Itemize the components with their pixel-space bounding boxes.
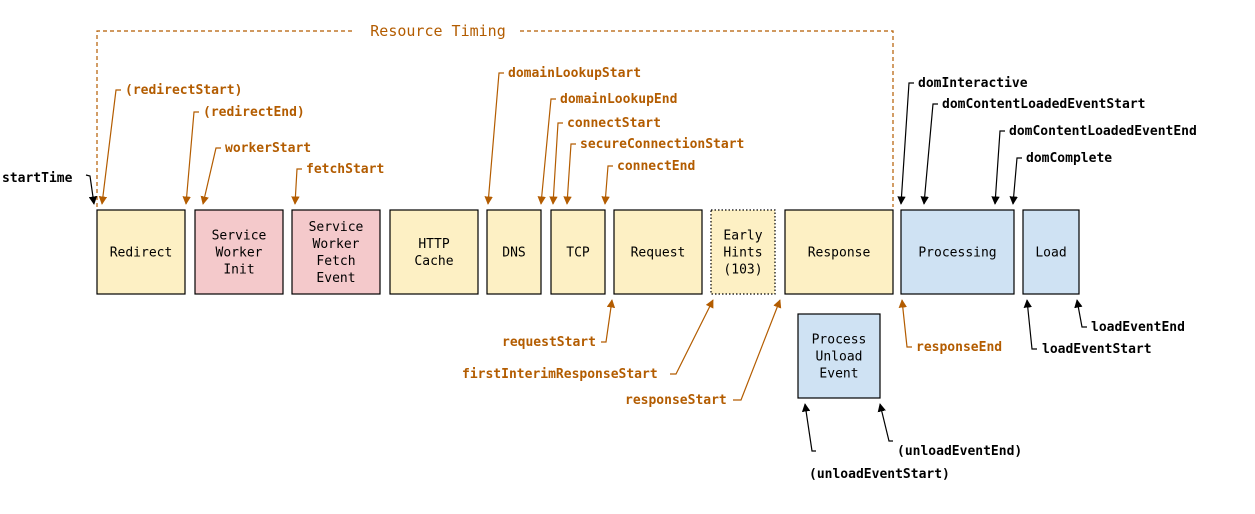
label-domInteractive: domInteractive xyxy=(918,76,1028,91)
box-load: Load xyxy=(1022,209,1080,295)
box-load-rect xyxy=(1022,209,1080,295)
box-response: Response xyxy=(784,209,894,295)
arrow-domComplete xyxy=(1009,157,1022,205)
box-response-rect xyxy=(784,209,894,295)
box-http-cache-line: Cache xyxy=(414,254,453,269)
label-loadEventEnd: loadEventEnd xyxy=(1091,320,1185,335)
box-tcp: TCP xyxy=(550,209,606,295)
box-request-line: Request xyxy=(631,246,686,261)
label-responseStart: responseStart xyxy=(625,393,727,408)
label-connectStart: connectStart xyxy=(567,116,661,131)
box-sw-init-line: Service xyxy=(212,229,267,244)
box-redirect-line: Redirect xyxy=(110,246,173,261)
label-firstInterimResponseStart: firstInterimResponseStart xyxy=(462,367,658,382)
box-sw-fetch-line: Worker xyxy=(313,237,360,252)
label-startTime: startTime xyxy=(2,171,73,186)
resource-timing-title: Resource Timing xyxy=(370,22,505,40)
arrow-domContentLoadedEventEnd xyxy=(991,130,1005,205)
box-unload-line: Process xyxy=(812,333,867,348)
label-domContentLoadedEventStart: domContentLoadedEventStart xyxy=(942,97,1146,112)
arrow-domContentLoadedEventStart xyxy=(920,103,938,205)
timing-phase-boxes: RedirectServiceWorkerInitServiceWorkerFe… xyxy=(96,209,1080,399)
arrow-workerStart xyxy=(200,147,221,205)
arrow-redirectEnd xyxy=(182,111,199,205)
label-secureConnectionStart: secureConnectionStart xyxy=(580,137,744,152)
arrow-loadEventEnd xyxy=(1074,299,1087,328)
resource-timing-bracket: Resource Timing xyxy=(96,22,894,207)
label-connectEnd: connectEnd xyxy=(617,159,695,174)
box-sw-fetch-line: Fetch xyxy=(316,254,355,269)
arrow-startTime xyxy=(85,174,98,205)
box-http-cache-rect xyxy=(389,209,479,295)
box-unload-line: Unload xyxy=(816,350,863,365)
label-redirectEnd: (redirectEnd) xyxy=(203,105,305,120)
box-tcp-rect xyxy=(550,209,606,295)
label-domContentLoadedEventEnd: domContentLoadedEventEnd xyxy=(1009,124,1197,139)
box-unload-rect xyxy=(797,313,881,399)
box-redirect: Redirect xyxy=(96,209,186,295)
arrow-secureConnectionStart xyxy=(563,143,576,205)
box-early-hints-rect xyxy=(710,209,776,295)
box-early-hints-line: Hints xyxy=(723,246,762,261)
label-domComplete: domComplete xyxy=(1026,151,1112,166)
arrow-connectEnd xyxy=(601,165,613,205)
box-processing-line: Processing xyxy=(918,246,996,261)
timing-labels: startTime (redirectStart) (redirectEnd) … xyxy=(2,66,1197,482)
box-redirect-rect xyxy=(96,209,186,295)
box-dns-rect xyxy=(486,209,542,295)
box-sw-fetch-line: Service xyxy=(309,220,364,235)
arrow-firstInterimResponseStart xyxy=(670,299,714,375)
label-responseEnd: responseEnd xyxy=(916,340,1002,355)
box-dns: DNS xyxy=(486,209,542,295)
arrow-unloadEventStart xyxy=(801,403,816,452)
arrow-loadEventStart xyxy=(1023,299,1037,350)
box-http-cache: HTTP Cache xyxy=(389,209,479,295)
box-request-rect xyxy=(613,209,703,295)
timing-arrows xyxy=(85,72,1087,452)
box-sw-init-rect xyxy=(194,209,284,295)
box-unload-line: Event xyxy=(819,367,858,382)
label-fetchStart: fetchStart xyxy=(306,162,384,177)
label-unloadEventEnd: (unloadEventEnd) xyxy=(897,444,1022,459)
label-loadEventStart: loadEventStart xyxy=(1042,342,1152,357)
box-dns-line: DNS xyxy=(502,246,525,261)
box-http-cache-line: HTTP xyxy=(418,237,449,252)
label-redirectStart: (redirectStart) xyxy=(125,83,242,98)
box-load-line: Load xyxy=(1035,246,1066,261)
box-sw-init-line: Init xyxy=(223,263,254,278)
resource-timing-bracket-line xyxy=(96,30,894,207)
arrow-redirectStart xyxy=(98,89,121,205)
label-unloadEventStart: (unloadEventStart) xyxy=(809,467,950,482)
arrow-domainLookupEnd xyxy=(537,98,556,205)
box-early-hints-line: (103) xyxy=(723,263,762,278)
label-domainLookupStart: domainLookupStart xyxy=(508,66,641,81)
label-domainLookupEnd: domainLookupEnd xyxy=(560,92,677,107)
label-workerStart: workerStart xyxy=(225,141,311,156)
arrow-responseEnd xyxy=(898,299,912,348)
box-processing-rect xyxy=(900,209,1015,295)
box-sw-fetch-line: Event xyxy=(316,271,355,286)
arrow-domainLookupStart xyxy=(484,72,504,205)
box-processing: Processing xyxy=(900,209,1015,295)
arrow-responseStart xyxy=(733,299,782,401)
arrow-domInteractive xyxy=(897,82,914,205)
box-sw-fetch-rect xyxy=(291,209,381,295)
box-tcp-line: TCP xyxy=(566,246,590,261)
arrow-unloadEventEnd xyxy=(877,403,893,442)
box-request: Request xyxy=(613,209,703,295)
box-early-hints-line: Early xyxy=(723,229,762,244)
box-response-line: Response xyxy=(808,246,871,261)
arrow-connectStart xyxy=(549,122,563,205)
arrow-requestStart xyxy=(601,299,616,343)
arrow-fetchStart xyxy=(291,168,302,205)
box-sw-init-line: Worker xyxy=(216,246,263,261)
label-requestStart: requestStart xyxy=(502,335,596,350)
